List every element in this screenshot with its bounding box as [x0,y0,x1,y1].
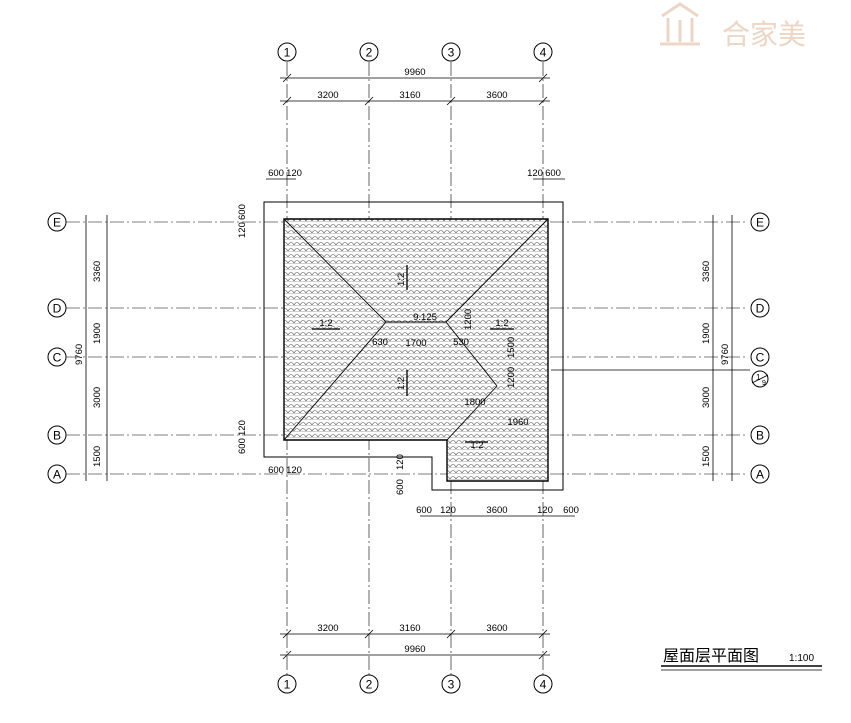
dim-notch-120-left: 120 [440,505,456,516]
dim-left-span-2: 1900 [92,323,103,344]
axis-label-4-top: 4 [540,46,547,60]
drawing-title: 屋面层平面图 [663,646,759,665]
dim-left-lower-600: 600 [237,438,248,454]
right-dimensions: 3360 1900 3000 1500 9760 [701,215,733,481]
column-axis-lines [286,62,544,675]
bottom-axis-bubbles: 1 2 3 4 [277,674,553,694]
dim-notch-600-left: 600 [416,505,432,516]
slope-label-middle: 1:2 [396,377,407,390]
axis-label-C-left: C [53,351,62,365]
top-dimensions: 9960 3200 3160 3600 600 120 120 600 [266,67,565,180]
dim-vert-1200: 1200 [463,309,474,330]
detail-number: 1 [756,373,761,382]
dim-left-eave-600: 600 [237,204,248,220]
dim-right-span-3: 3000 [701,387,712,408]
dim-notch-vert-600: 600 [395,479,406,495]
axis-label-A-left: A [53,468,61,482]
dim-notch-600-right: 600 [563,505,579,516]
left-axis-bubbles: E D C B A [47,212,67,484]
axis-label-A-right: A [756,468,764,482]
eave-outline [263,201,564,491]
axis-label-C-right: C [756,351,765,365]
axis-label-B-right: B [756,429,764,443]
brand-name: 合家美 [722,18,806,51]
dim-notch-3600: 3600 [486,505,507,516]
dim-right-total: 9760 [720,344,731,365]
roof-ridge-lines [283,218,549,441]
dim-notch-vert-120: 120 [395,454,406,470]
house-logo-icon [660,2,700,46]
dim-bottom-span-1: 3200 [317,623,338,634]
bottom-dimensions: 3200 3160 3600 9960 600 120 3600 120 600… [268,454,579,660]
axis-label-1-bottom: 1 [284,678,291,692]
dim-bottom-left-600: 600 [268,465,284,476]
dim-left-total: 9760 [74,344,85,365]
dim-top-span-1: 3200 [317,90,338,101]
dim-bottom-span-3: 3600 [486,623,507,634]
detail-sheet: 9 [762,380,766,387]
axis-label-2-bottom: 2 [366,678,373,692]
roof-annotations: 9.125 1700 630 530 1800 1960 1200 1500 1… [312,265,529,451]
dim-bottom-span-2: 3160 [399,623,420,634]
dim-bottom-total: 9960 [404,644,425,655]
dim-right-span-2: 1900 [701,323,712,344]
dim-top-left-120: 120 [286,168,302,179]
axis-label-D-left: D [53,302,62,316]
dim-top-span-2: 3160 [399,90,420,101]
dim-ridge-530: 530 [453,337,469,348]
axis-label-B-left: B [53,429,61,443]
dim-ridge-630: 630 [372,337,388,348]
axis-label-E-right: E [756,216,764,230]
dim-top-right-600: 600 [545,168,561,179]
dim-notch-120-right: 120 [537,505,553,516]
dim-top-span-3: 3600 [486,90,507,101]
right-axis-bubbles: E D C B A [750,212,770,484]
slope-label-top: 1:2 [396,273,407,286]
dim-right-span-1: 3360 [701,261,712,282]
drawing-title-block: 屋面层平面图 1:100 [661,646,822,671]
dim-bottom-left-120: 120 [286,465,302,476]
dim-right-span-4: 1500 [701,446,712,467]
slope-label-right: 1:2 [495,318,508,329]
dim-left-span-3: 3000 [92,387,103,408]
axis-label-3-bottom: 3 [448,678,455,692]
brand-watermark: 合家美 [660,2,806,51]
axis-label-3-top: 3 [448,46,455,60]
dim-vert-1500: 1500 [506,337,517,358]
dim-left-eave-120: 120 [237,222,248,238]
top-axis-bubbles: 1 2 3 4 [277,42,553,62]
dim-hip-1800: 1800 [464,397,485,408]
dim-left-lower-120: 120 [237,420,248,436]
dim-top-total: 9960 [404,67,425,78]
slope-label-lower: 1:2 [470,440,483,451]
detail-reference-symbol: 1 9 [551,369,769,388]
dim-left-span-4: 1500 [92,446,103,467]
dim-ridge-1700: 1700 [405,338,426,349]
axis-label-4-bottom: 4 [540,678,547,692]
axis-label-2-top: 2 [366,46,373,60]
dim-vert-1200b: 1200 [506,367,517,388]
slope-label-left: 1:2 [319,318,332,329]
axis-label-E-left: E [53,216,61,230]
dim-top-right-120: 120 [527,168,543,179]
left-dimensions: 3360 1900 3000 1500 9760 120 600 600 120 [74,204,248,481]
ridge-elevation: 9.125 [413,312,437,323]
dim-top-left-600: 600 [268,168,284,179]
dim-hip-1960: 1960 [507,417,528,428]
axis-label-D-right: D [756,302,765,316]
drawing-scale: 1:100 [789,653,814,664]
dim-left-span-1: 3360 [92,261,103,282]
axis-label-1-top: 1 [284,46,291,60]
